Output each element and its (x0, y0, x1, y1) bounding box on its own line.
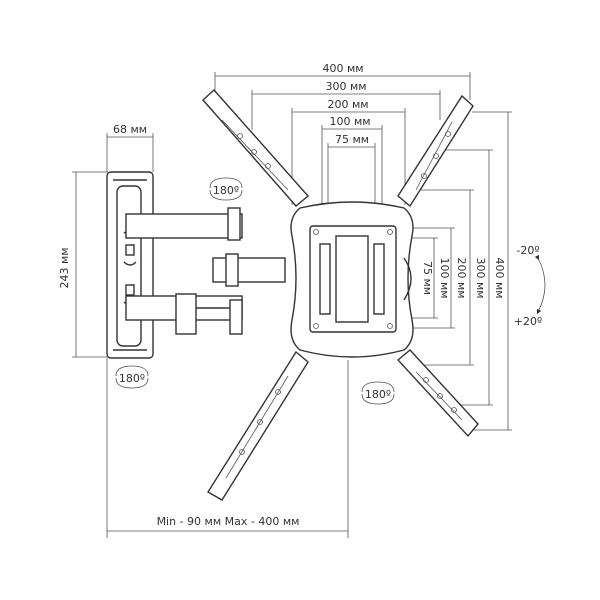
dim-line-v400 (472, 111, 512, 431)
rotation-badge-plate: 180º (361, 381, 395, 405)
swivel-arm-label: 180º (213, 184, 239, 197)
label-depth: 68 мм (113, 123, 147, 136)
label-width-400: 400 мм (322, 62, 363, 75)
label-width-200: 200 мм (327, 98, 368, 111)
label-width-100: 100 мм (329, 115, 370, 128)
wall-plate (106, 171, 154, 359)
dim-line-300 (251, 90, 441, 130)
arm-lower-right (396, 349, 479, 438)
label-extension: Min - 90 мм Max - 400 мм (157, 515, 300, 528)
arm-lower-left (207, 350, 309, 501)
swing-arms (125, 207, 286, 335)
vesa-mounting-plate (290, 201, 414, 358)
label-height-400: 400 мм (493, 257, 506, 298)
tilt-indicator: -20º +20º (514, 244, 546, 328)
label-height-300: 300 мм (474, 257, 487, 298)
rotation-badge-arm: 180º (209, 177, 243, 201)
rotation-badge-wall: 180º (115, 365, 149, 389)
tilt-down-label: +20º (514, 315, 542, 328)
label-height-200: 200 мм (455, 257, 468, 298)
arm-upper-left (202, 89, 310, 207)
vertical-dimensions: 75 мм 100 мм 200 мм 300 мм 400 мм (407, 111, 512, 431)
label-height: 243 мм (58, 247, 71, 288)
label-height-75: 75 мм (421, 261, 434, 295)
tilt-up-label: -20º (516, 244, 539, 257)
swivel-wall-label: 180º (119, 372, 145, 385)
extension-dimension: Min - 90 мм Max - 400 мм (106, 358, 349, 538)
wall-plate-dimensions: 68 мм 243 мм (58, 123, 154, 358)
vesa-bracket-arms (202, 89, 479, 501)
dim-line-v200 (415, 189, 474, 366)
swivel-plate-label: 180º (365, 388, 391, 401)
dim-line-v100 (410, 227, 455, 329)
label-height-100: 100 мм (438, 257, 451, 298)
label-width-75: 75 мм (335, 133, 369, 146)
arm-upper-right (397, 94, 474, 208)
label-width-300: 300 мм (325, 80, 366, 93)
